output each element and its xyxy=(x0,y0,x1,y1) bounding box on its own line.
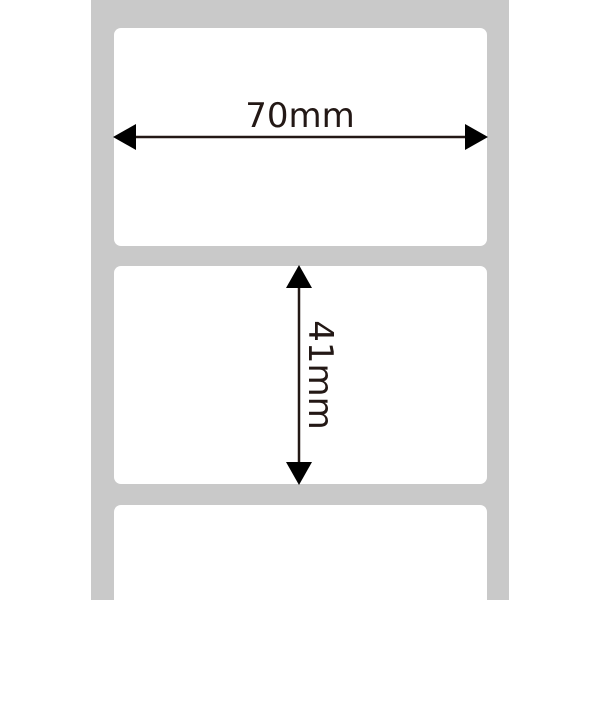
height-label: 41mm xyxy=(300,320,340,430)
arrowhead-right-icon xyxy=(465,124,488,150)
height-arrow xyxy=(286,265,312,485)
dimension-arrows xyxy=(113,124,488,485)
width-label: 70mm xyxy=(245,96,355,136)
width-arrow xyxy=(113,124,488,150)
arrowhead-up-icon xyxy=(286,265,312,288)
arrowhead-down-icon xyxy=(286,462,312,485)
arrowhead-left-icon xyxy=(113,124,136,150)
label-2 xyxy=(114,266,487,484)
